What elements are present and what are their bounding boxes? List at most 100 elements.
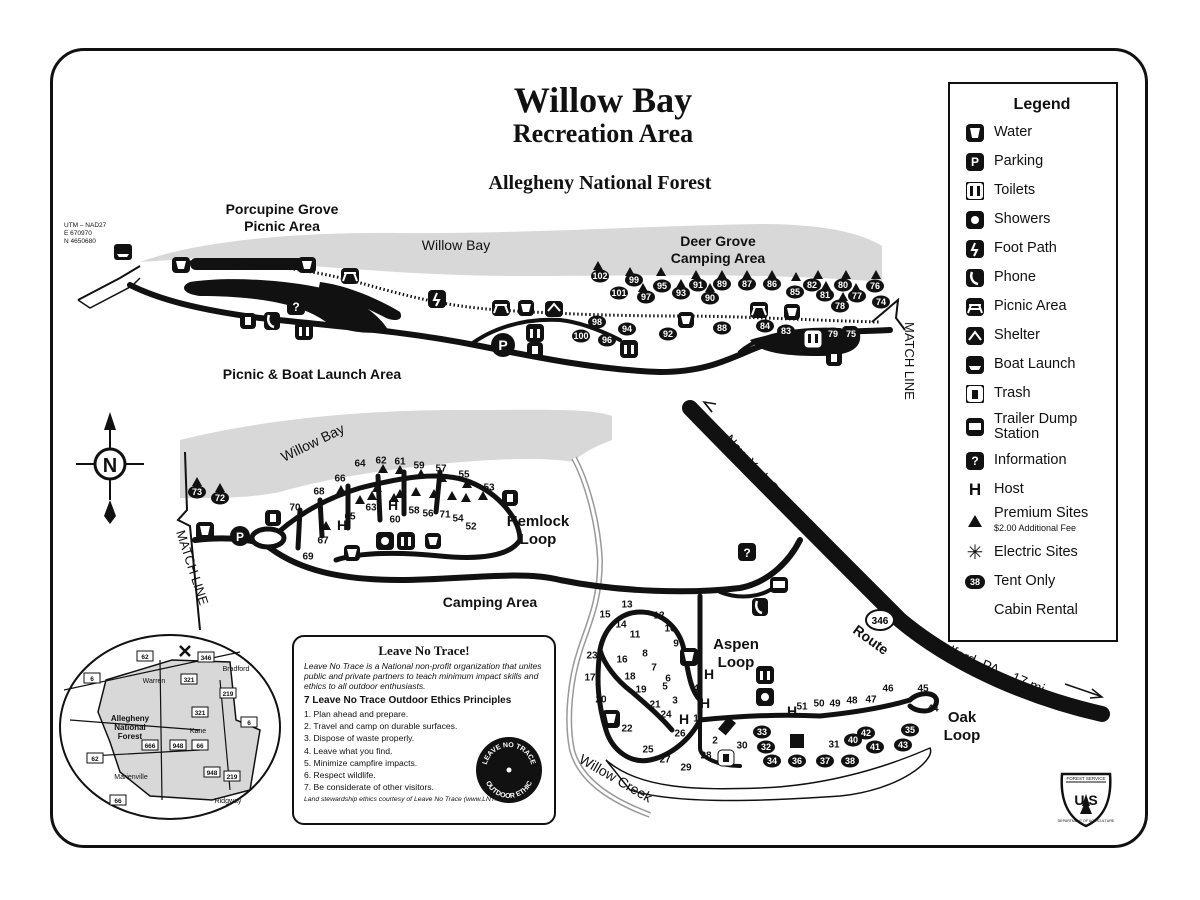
- campsite-83: 83: [777, 324, 795, 338]
- svg-text:80: 80: [838, 280, 848, 290]
- svg-text:Kane: Kane: [190, 728, 206, 735]
- showers-icon: [376, 532, 394, 550]
- svg-text:13: 13: [621, 600, 633, 611]
- svg-text:73: 73: [192, 487, 202, 497]
- campsite-20: 20: [595, 695, 607, 706]
- svg-text:94: 94: [622, 324, 632, 334]
- trailer-dump-icon: [964, 416, 986, 438]
- campsite-70: 70: [289, 503, 301, 514]
- premium-site-icon: [447, 491, 457, 500]
- campsite-75: 75: [842, 327, 860, 341]
- svg-text:948: 948: [207, 770, 218, 777]
- legend-item-showers: Showers: [950, 205, 1116, 234]
- legend-item-toilets: Toilets: [950, 176, 1116, 205]
- route-346-shield: 346: [865, 609, 895, 631]
- water-icon: [680, 648, 698, 666]
- picnic-area-icon: [341, 268, 359, 284]
- svg-text:24: 24: [660, 710, 672, 721]
- premium-site-icon: [321, 521, 331, 530]
- svg-text:11: 11: [630, 630, 641, 641]
- svg-text:64: 64: [354, 459, 366, 470]
- svg-text:5: 5: [662, 682, 668, 693]
- utm-line-1: UTM – NAD27: [64, 222, 107, 229]
- campsite-40: 40: [844, 733, 862, 747]
- campsite-84: 84: [756, 319, 774, 333]
- campsite-38: 38: [841, 754, 859, 768]
- svg-text:89: 89: [717, 279, 727, 289]
- usfs-shield-logo: FOREST SERVICE U S DEPARTMENT OF AGRICUL…: [1058, 772, 1115, 828]
- premium-site-icon: [791, 272, 801, 281]
- svg-text:66: 66: [196, 743, 204, 750]
- svg-text:43: 43: [898, 740, 908, 750]
- campsite-69: 69: [302, 552, 314, 563]
- campsite-68: 68: [313, 487, 325, 498]
- premium-site-icon: [429, 489, 439, 498]
- campsite-53: 53: [483, 483, 495, 494]
- boat-launch-icon: [964, 354, 986, 376]
- shelter-icon: [964, 325, 986, 347]
- campsite-76: 76: [866, 279, 884, 293]
- trash-icon: [964, 383, 986, 405]
- svg-text:52: 52: [465, 522, 477, 533]
- host-icon: H: [700, 695, 710, 711]
- svg-text:60: 60: [389, 515, 401, 526]
- campsite-62: 62: [375, 456, 387, 467]
- campsite-25: 25: [642, 745, 654, 756]
- toilets-icon: [397, 532, 415, 550]
- campsite-101: 101: [610, 286, 628, 300]
- premium-site-icon: [461, 493, 471, 502]
- svg-text:77: 77: [852, 291, 862, 301]
- svg-text:2: 2: [712, 736, 718, 747]
- campsite-36: 36: [788, 754, 806, 768]
- campsite-10: 10: [664, 624, 676, 635]
- water-icon: [196, 522, 214, 540]
- svg-text:78: 78: [835, 301, 845, 311]
- svg-text:P: P: [236, 530, 244, 544]
- hemlock-turnaround: [249, 526, 287, 550]
- svg-text:23: 23: [586, 651, 598, 662]
- svg-text:31: 31: [828, 740, 840, 751]
- oak-loop-label: Oak: [948, 709, 977, 726]
- campsite-7: 7: [651, 663, 657, 674]
- lnt-principle: 4. Leave what you find.: [304, 745, 393, 756]
- lnt-heading: Leave No Trace!: [378, 643, 470, 658]
- campsite-1: 1: [693, 714, 699, 725]
- svg-text:42: 42: [861, 728, 871, 738]
- trash-icon: [502, 490, 518, 506]
- campsite-58: 58: [408, 506, 420, 517]
- svg-text:97: 97: [641, 292, 651, 302]
- parking-icon: P: [964, 151, 986, 173]
- north-compass: N: [76, 412, 144, 524]
- campsite-94: 94: [618, 322, 636, 336]
- campsite-52: 52: [465, 522, 477, 533]
- trash-icon: [717, 749, 735, 767]
- campsite-16: 16: [616, 655, 628, 666]
- svg-text:17: 17: [584, 673, 596, 684]
- porcupine-grove-label-2: Picnic Area: [244, 218, 320, 234]
- showers-icon: [964, 209, 986, 231]
- legend-item-shelter: Shelter: [950, 321, 1116, 350]
- svg-text:102: 102: [592, 271, 607, 281]
- campsite-102: 102: [591, 269, 609, 283]
- campsite-45: 45: [917, 684, 929, 695]
- svg-text:95: 95: [657, 281, 667, 291]
- campsite-82: 82: [803, 278, 821, 292]
- svg-text:101: 101: [611, 288, 626, 298]
- svg-text:26: 26: [674, 729, 686, 740]
- boat-launch-icon: [114, 244, 132, 260]
- svg-text:66: 66: [334, 474, 346, 485]
- legend-item-cabin-rental: Cabin Rental: [994, 602, 1078, 618]
- svg-text:National: National: [114, 723, 146, 732]
- campsite-32: 32: [757, 740, 775, 754]
- campsite-92: 92: [659, 327, 677, 341]
- svg-text:98: 98: [592, 317, 602, 327]
- svg-text:321: 321: [195, 710, 206, 717]
- deer-grove-label-2: Camping Area: [671, 250, 766, 266]
- premium-site-icon: [411, 487, 421, 496]
- campsite-2: 2: [712, 736, 718, 747]
- svg-text:61: 61: [394, 457, 406, 468]
- legend-item-trash: Trash: [950, 379, 1116, 408]
- state-route-346: [682, 400, 1110, 722]
